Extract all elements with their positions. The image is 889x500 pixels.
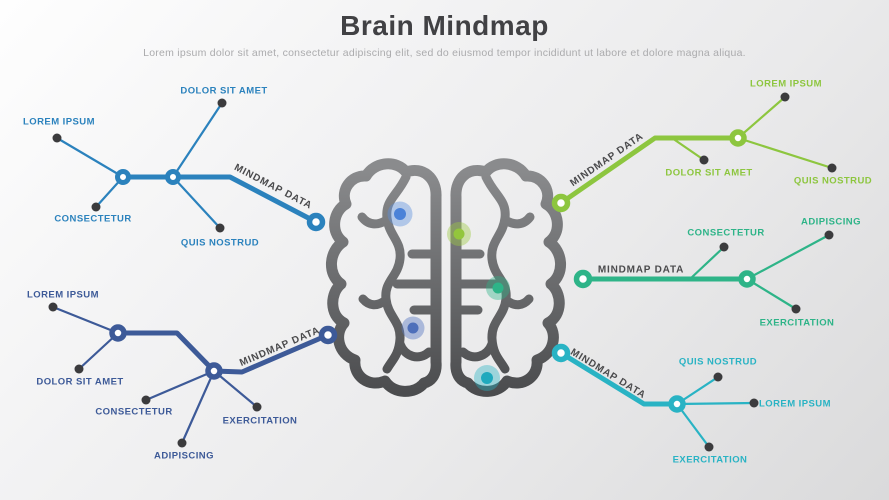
end-ring: [573, 269, 593, 289]
branch-top-right: [551, 92, 837, 213]
hub-ring: [115, 169, 131, 185]
node-label-bottom-right-1: LOREM IPSUM: [759, 398, 831, 410]
hub-ring: [729, 129, 747, 147]
node-dot: [704, 442, 714, 452]
accent-dot-emerald: [492, 282, 504, 294]
node-label-top-right-0: LOREM IPSUM: [750, 78, 822, 90]
page-title: Brain Mindmap: [340, 10, 549, 41]
node-label-top-left-2: CONSECTETUR: [54, 213, 132, 225]
node-dot: [824, 230, 834, 240]
brain-accent-dots: [387, 201, 510, 391]
branch-twig: [675, 401, 756, 406]
node-label-bottom-left-4: EXERCITATION: [222, 415, 298, 427]
node-dot: [74, 364, 84, 374]
end-ring: [318, 325, 338, 345]
node-label-bottom-left-3: ADIPISCING: [154, 450, 214, 462]
node-dot: [177, 438, 187, 448]
node-dot: [217, 98, 227, 108]
node-label-bottom-left-1: DOLOR SIT AMET: [36, 376, 124, 388]
node-label-middle-right-0: CONSECTETUR: [687, 227, 765, 239]
node-dot: [713, 372, 723, 382]
node-dot: [52, 133, 62, 143]
hemisphere-twig-2: [358, 294, 391, 310]
branch-trunk: [558, 350, 680, 407]
accent-dot-lime: [453, 228, 465, 240]
brain-icon: [326, 158, 561, 397]
branch-twig: [77, 331, 120, 371]
branch-label-middle-right: MINDMAP DATA: [597, 264, 685, 276]
brain-right-hemisphere: [456, 164, 561, 392]
branch-twig: [171, 101, 224, 179]
accent-dot-navy: [407, 322, 419, 334]
node-label-top-left-3: QUIS NOSTRUD: [180, 237, 260, 249]
node-dot: [252, 402, 262, 412]
node-dot: [791, 304, 801, 314]
page-subtitle: Lorem ipsum dolor sit amet, consectetur …: [143, 47, 746, 60]
node-dot: [141, 395, 151, 405]
hemisphere-twig-1: [357, 212, 392, 229]
node-label-bottom-right-2: EXERCITATION: [672, 454, 748, 466]
branch-twig: [736, 136, 834, 170]
node-label-bottom-right-0: QUIS NOSTRUD: [678, 356, 758, 368]
node-dot: [719, 242, 729, 252]
hub-ring: [165, 169, 181, 185]
hemisphere-hook: [395, 339, 434, 362]
node-dot: [48, 302, 58, 312]
node-label-top-left-1: DOLOR SIT AMET: [180, 85, 268, 97]
branch-twig: [675, 402, 711, 449]
branch-twig: [688, 245, 726, 281]
branch-twig: [745, 277, 798, 311]
node-dot: [827, 163, 837, 173]
node-label-middle-right-2: EXERCITATION: [759, 317, 835, 329]
branch-twig: [180, 369, 216, 445]
hub-ring: [668, 395, 686, 413]
hub-ring: [738, 270, 756, 288]
branch-twig: [51, 305, 120, 335]
end-ring: [551, 343, 571, 363]
hemisphere-outline: [326, 158, 442, 397]
accent-dot-blue: [394, 208, 406, 220]
branch-top-left: [52, 98, 326, 233]
node-dot: [699, 155, 709, 165]
branch-twig: [745, 233, 831, 281]
node-label-middle-right-1: ADIPISCING: [801, 216, 861, 228]
brain-left-hemisphere: [326, 158, 442, 397]
end-ring: [551, 193, 571, 213]
branch-bottom-left: [48, 302, 338, 448]
node-label-top-left-0: LOREM IPSUM: [23, 116, 95, 128]
node-dot: [749, 398, 759, 408]
end-ring: [306, 212, 326, 232]
node-label-top-right-2: QUIS NOSTRUD: [793, 175, 873, 187]
hub-ring: [205, 362, 223, 380]
branch-twig: [144, 369, 216, 402]
node-label-bottom-left-0: LOREM IPSUM: [27, 289, 99, 301]
branch-trunk: [120, 174, 319, 225]
branch-twig: [171, 175, 222, 230]
accent-dot-cyan: [481, 372, 493, 384]
node-dot: [780, 92, 790, 102]
hub-ring: [109, 324, 127, 342]
branch-twig: [212, 369, 259, 409]
branch-trunk: [558, 135, 741, 206]
node-label-top-right-1: DOLOR SIT AMET: [665, 167, 753, 179]
branch-middle-right: [573, 230, 834, 314]
branch-bottom-right: [551, 343, 759, 452]
branch-twig: [55, 136, 125, 179]
branch-twig: [736, 95, 787, 140]
node-dot: [215, 223, 225, 233]
header: Brain Mindmap Lorem ipsum dolor sit amet…: [0, 10, 889, 59]
node-label-bottom-left-2: CONSECTETUR: [95, 406, 173, 418]
node-dot: [91, 202, 101, 212]
branch-twig: [670, 136, 706, 162]
